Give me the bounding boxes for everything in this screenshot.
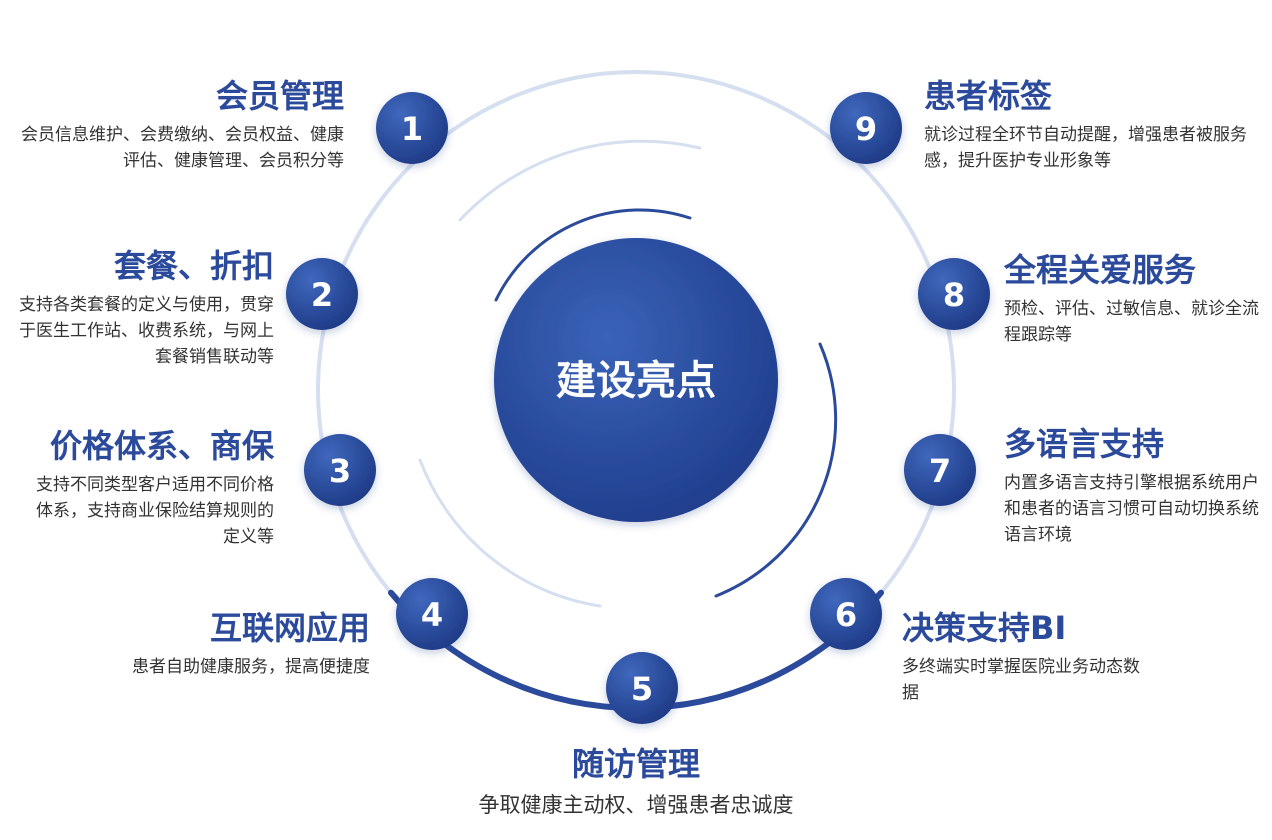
item-title: 互联网应用 <box>209 609 370 647</box>
node-4: 4 <box>396 578 468 650</box>
node-circle <box>904 434 976 506</box>
node-number: 7 <box>929 452 951 490</box>
node-2: 2 <box>286 258 358 330</box>
node-circle <box>304 434 376 506</box>
item-description: 多终端实时掌握医院业务动态数据 <box>902 657 1140 703</box>
item-block-2: 套餐、折扣 支持各类套餐的定义与使用，贯穿于医生工作站、收费系统，与网上套餐销售… <box>0 246 274 370</box>
item-block-6: 决策支持BI 多终端实时掌握医院业务动态数据 <box>902 608 1154 706</box>
node-3: 3 <box>304 434 376 506</box>
node-5: 5 <box>606 652 678 724</box>
item-description: 预检、评估、过敏信息、就诊全流程跟踪等 <box>1004 299 1259 345</box>
inner-arc-top <box>494 208 692 302</box>
item-block-5: 随访管理 争取健康主动权、增强患者忠诚度 <box>336 744 936 818</box>
node-6: 6 <box>810 578 882 650</box>
item-title: 随访管理 <box>571 745 700 783</box>
inner-arc-right <box>714 342 838 598</box>
item-description: 患者自助健康服务，提高便捷度 <box>132 657 370 677</box>
item-description: 内置多语言支持引擎根据系统用户和患者的语言习惯可自动切换系统语言环境 <box>1004 473 1259 545</box>
item-block-3: 价格体系、商保 支持不同类型客户适用不同价格体系，支持商业保险结算规则的定义等 <box>0 426 274 550</box>
item-description: 就诊过程全环节自动提醒，增强患者被服务感，提升医护专业形象等 <box>924 125 1247 171</box>
item-block-7: 多语言支持 内置多语言支持引擎根据系统用户和患者的语言习惯可自动切换系统语言环境 <box>1004 424 1266 548</box>
node-number: 3 <box>329 452 351 490</box>
center-hub: 建设亮点 <box>494 238 778 522</box>
node-8: 8 <box>918 258 990 330</box>
node-number: 9 <box>855 110 877 148</box>
item-block-8: 全程关爱服务 预检、评估、过敏信息、就诊全流程跟踪等 <box>1004 250 1266 348</box>
item-title: 套餐、折扣 <box>113 247 274 285</box>
node-1: 1 <box>376 92 448 164</box>
item-description: 争取健康主动权、增强患者忠诚度 <box>478 793 794 817</box>
node-number: 2 <box>311 276 333 314</box>
item-description: 会员信息维护、会费缴纳、会员权益、健康评估、健康管理、会员积分等 <box>21 125 344 171</box>
item-title: 多语言支持 <box>1004 425 1165 463</box>
node-9: 9 <box>830 92 902 164</box>
node-number: 4 <box>421 596 443 634</box>
node-number: 8 <box>943 276 965 314</box>
node-circle <box>396 578 468 650</box>
item-description: 支持各类套餐的定义与使用，贯穿于医生工作站、收费系统，与网上套餐销售联动等 <box>19 295 274 367</box>
item-title: 决策支持BI <box>902 609 1067 647</box>
item-block-1: 会员管理 会员信息维护、会费缴纳、会员权益、健康评估、健康管理、会员积分等 <box>0 76 344 174</box>
node-number: 5 <box>631 670 653 708</box>
item-title: 患者标签 <box>924 77 1053 115</box>
item-block-4: 互联网应用 患者自助健康服务，提高便捷度 <box>0 608 370 680</box>
node-circle <box>376 92 448 164</box>
node-number: 6 <box>835 596 857 634</box>
item-title: 全程关爱服务 <box>1004 251 1197 289</box>
center-circle <box>494 238 778 522</box>
node-circle <box>830 92 902 164</box>
numbered-nodes: 1 2 3 4 5 6 7 8 9 <box>286 92 990 724</box>
node-circle <box>918 258 990 330</box>
node-number: 1 <box>401 110 423 148</box>
item-block-9: 患者标签 就诊过程全环节自动提醒，增强患者被服务感，提升医护专业形象等 <box>924 76 1264 174</box>
node-circle <box>810 578 882 650</box>
node-circle <box>606 652 678 724</box>
item-description: 支持不同类型客户适用不同价格体系，支持商业保险结算规则的定义等 <box>36 475 274 547</box>
inner-arc-faint <box>458 139 702 222</box>
center-label: 建设亮点 <box>556 358 716 404</box>
item-title: 价格体系、商保 <box>49 427 274 465</box>
node-7: 7 <box>904 434 976 506</box>
item-title: 会员管理 <box>215 77 344 115</box>
inner-arc-left <box>418 458 602 608</box>
node-circle <box>286 258 358 330</box>
